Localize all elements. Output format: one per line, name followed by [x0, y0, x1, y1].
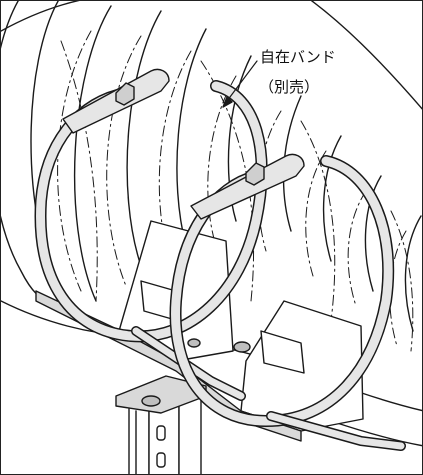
- callout-label-band: 自在バンド: [260, 48, 336, 66]
- adjustable-band-right: [169, 153, 406, 451]
- callout-label-sold-separately: （別売）: [259, 78, 320, 96]
- adjustable-band-left: [34, 68, 268, 401]
- callout-leader: [222, 60, 258, 108]
